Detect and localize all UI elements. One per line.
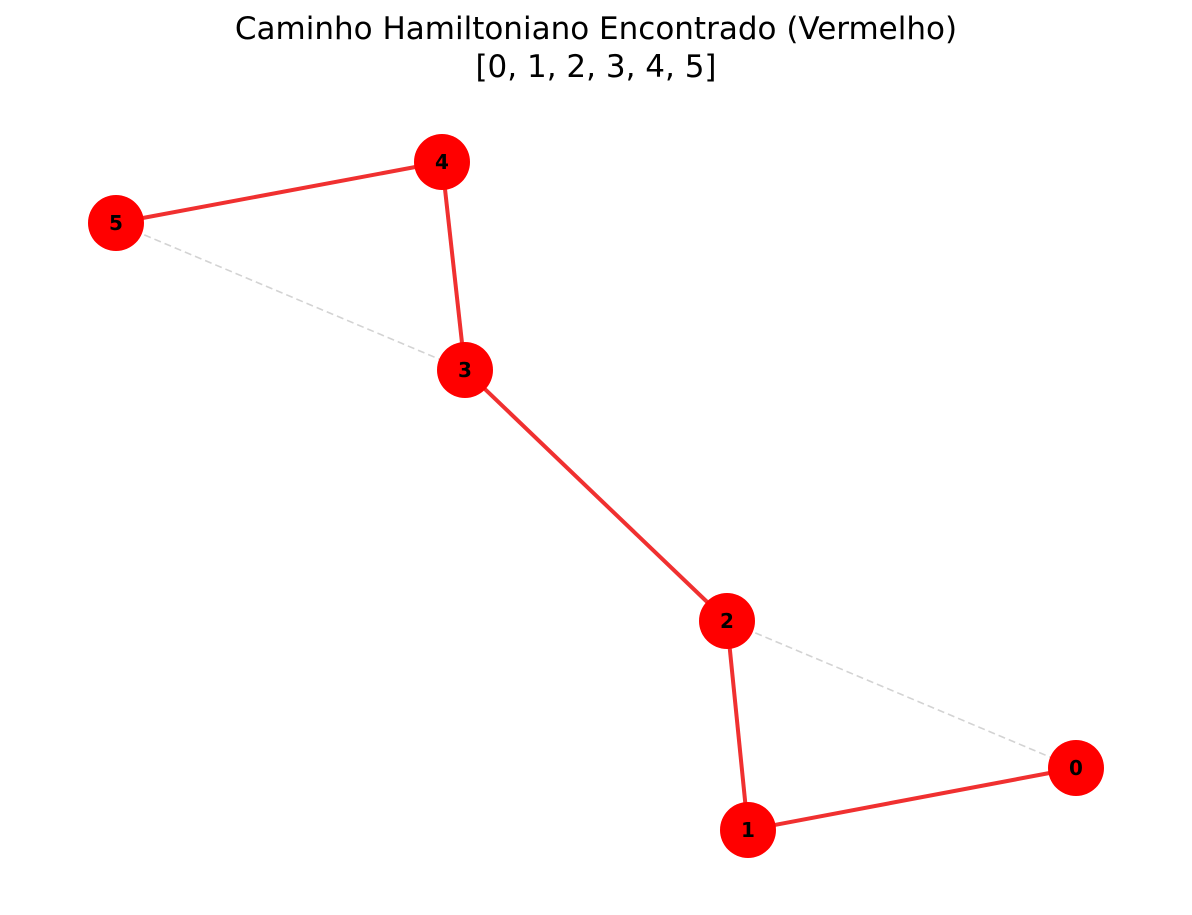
node-4: 4: [414, 134, 470, 190]
graph-nodes: 0 1 2 3 4 5: [88, 134, 1104, 858]
node-1: 1: [720, 802, 776, 858]
title-line-2: [0, 1, 2, 3, 4, 5]: [475, 49, 717, 85]
node-label-4: 4: [435, 150, 449, 174]
title-line-1: Caminho Hamiltoniano Encontrado (Vermelh…: [234, 11, 958, 47]
node-circle-3: [437, 342, 493, 398]
node-label-1: 1: [741, 818, 755, 842]
figure-title: Caminho Hamiltoniano Encontrado (Vermelh…: [0, 10, 1192, 86]
node-label-3: 3: [458, 358, 472, 382]
edge-3-5: [115, 222, 466, 371]
node-circle-0: [1048, 740, 1104, 796]
node-circle-2: [699, 593, 755, 649]
path-edge-2-3: [463, 368, 729, 623]
node-label-5: 5: [109, 211, 123, 235]
node-label-2: 2: [720, 609, 734, 633]
non-path-edges: [115, 222, 1077, 769]
path-edge-3-4: [440, 161, 467, 371]
node-2: 2: [699, 593, 755, 649]
path-edge-4-5: [115, 160, 443, 225]
path-edges: [115, 160, 1077, 832]
node-label-0: 0: [1069, 756, 1083, 780]
path-edge-1-2: [725, 620, 750, 831]
node-0: 0: [1048, 740, 1104, 796]
path-edge-0-1: [747, 766, 1077, 832]
node-circle-1: [720, 802, 776, 858]
node-5: 5: [88, 195, 144, 251]
node-3: 3: [437, 342, 493, 398]
edge-0-2: [726, 620, 1077, 769]
node-circle-5: [88, 195, 144, 251]
node-circle-4: [414, 134, 470, 190]
